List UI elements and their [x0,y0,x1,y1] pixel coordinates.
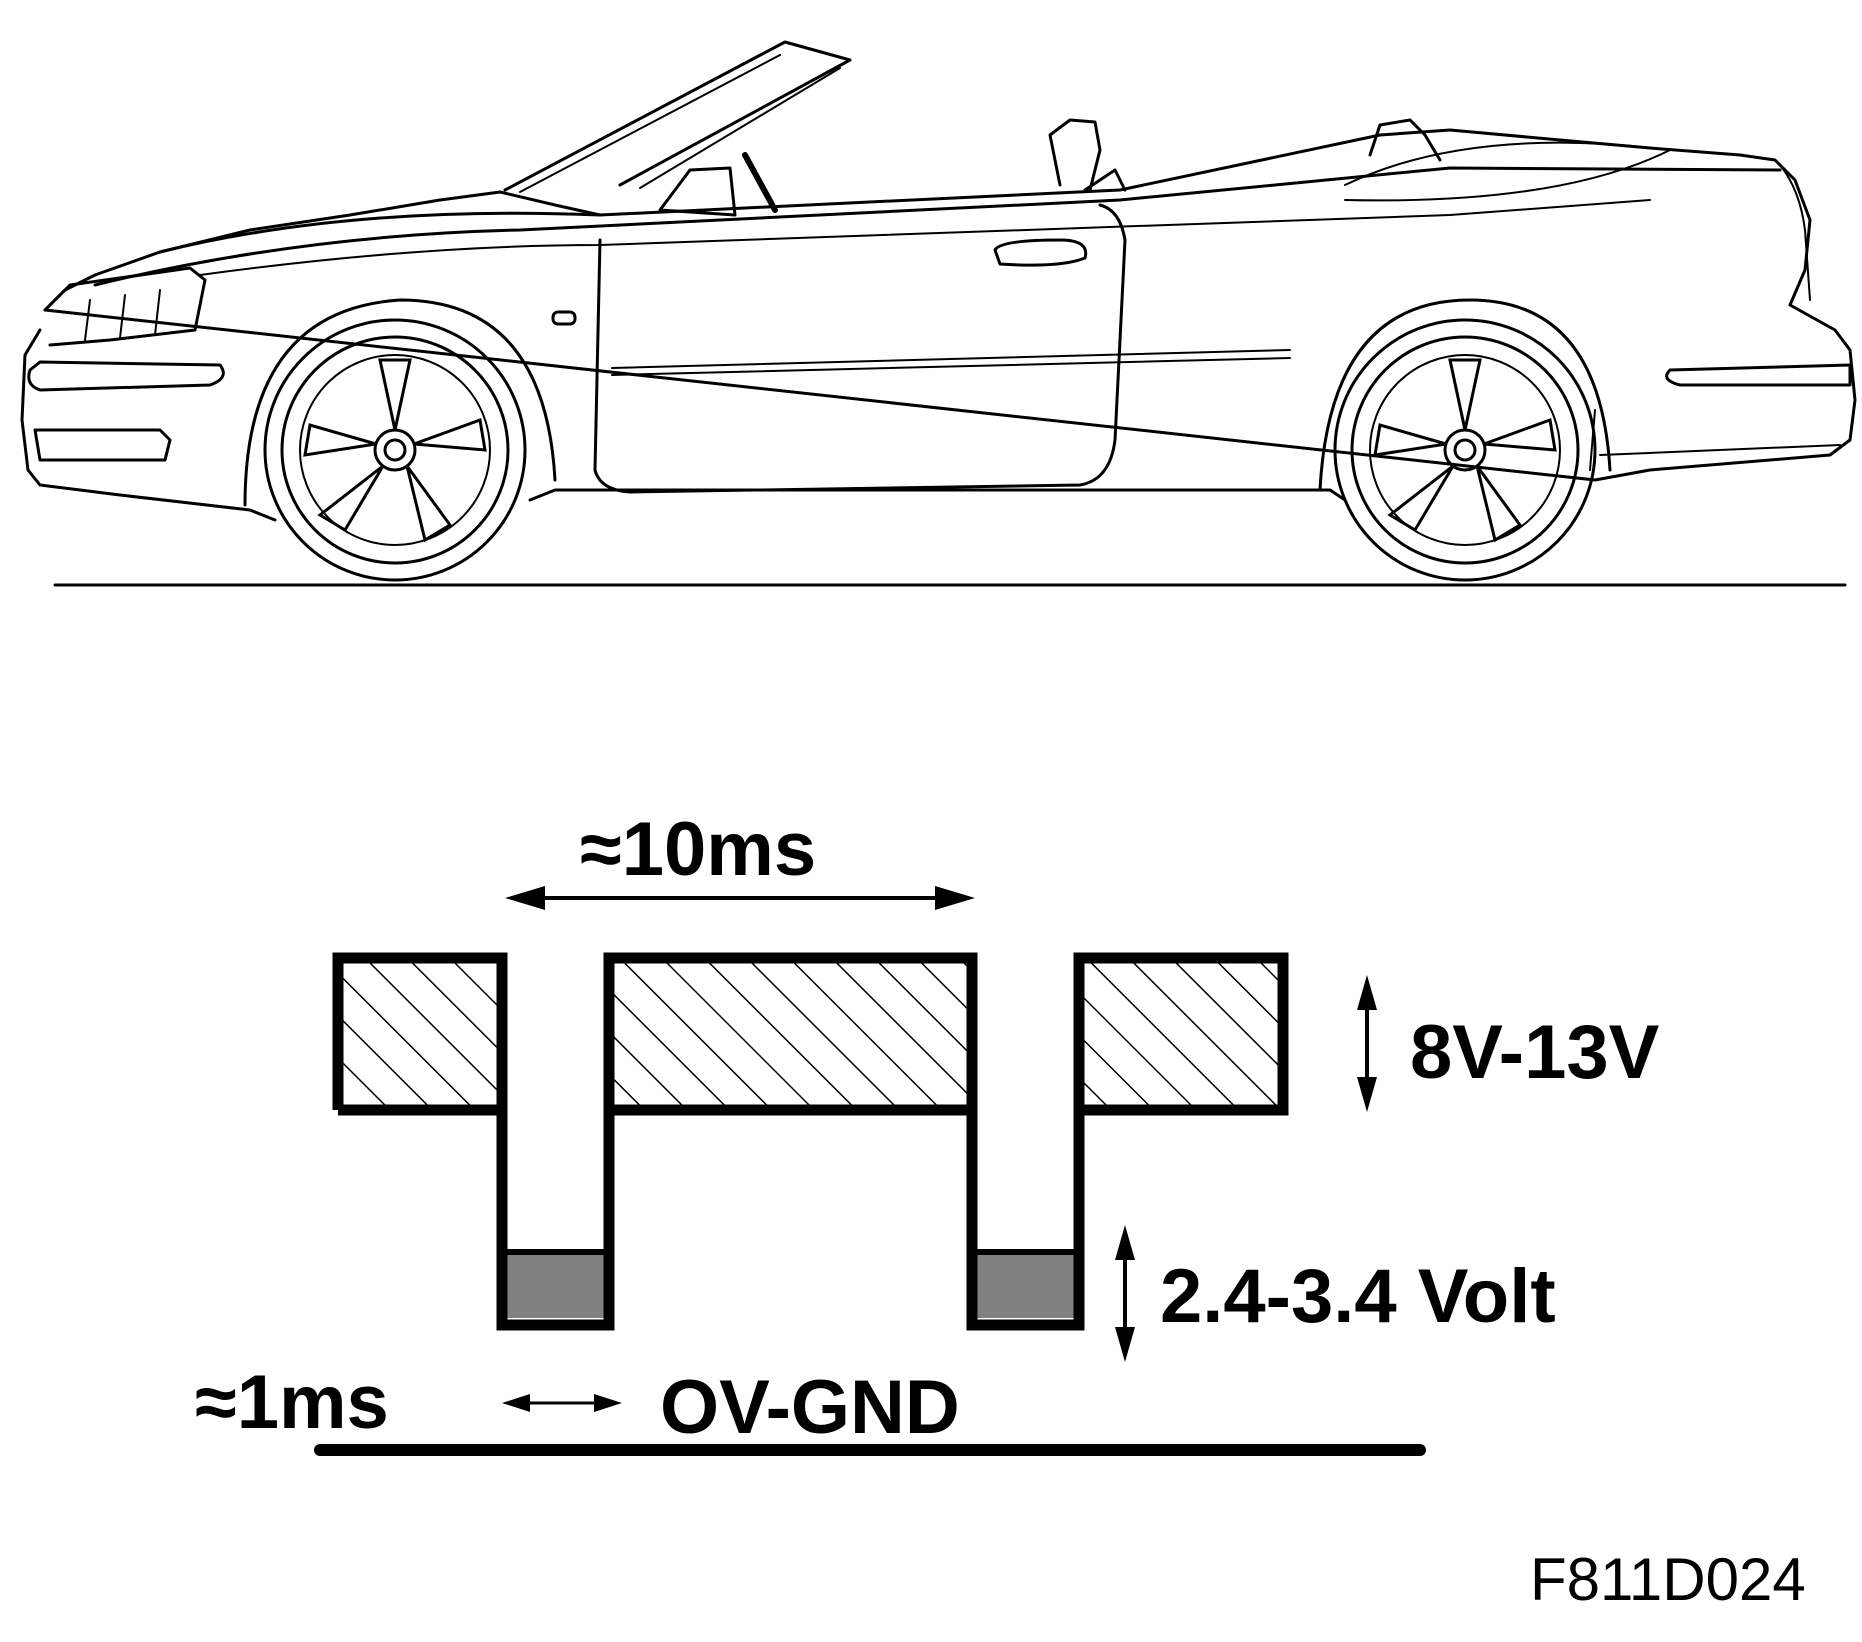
period-label: ≈10ms [580,807,816,892]
car-rear-wheel-arch [1318,298,1612,492]
car-rear-bumper [1589,409,1841,471]
car-windshield [503,40,852,192]
car-front-bumper-strip [27,360,225,392]
car-shoulder-line [199,199,1651,276]
car-front-seat [1048,118,1102,192]
high-level-block-1 [338,958,498,1110]
car-door-handle [993,238,1088,267]
car-fog-lamp [33,428,172,462]
car-side-marker [551,310,577,326]
car-rear-wheel [1333,318,1597,582]
car-rear-lamp-edge [1779,164,1811,301]
pulse-width-label: ≈1ms [195,1360,389,1445]
low-level-pulse-1 [505,1255,605,1318]
car-door-crease [611,357,1291,376]
car-windshield-inner [519,54,781,193]
high-level-arrow [1357,975,1377,1112]
car-hood-line [158,211,602,254]
car-front-wheel [263,318,527,582]
car-rear-reflector [1665,363,1852,387]
car-rear-headrest [1368,118,1442,162]
car-beltline [93,166,1782,287]
low-level-label: 2.4-3.4 Volt [1160,1254,1556,1339]
car-side-mirror [658,166,737,217]
pulse-width-arrow [502,1394,622,1412]
car-door [593,203,1127,494]
high-level-label: 8V-13V [1410,1010,1660,1095]
signal-waveform [332,952,1289,1331]
low-level-arrow [1115,1225,1135,1362]
car-windshield-inner [639,67,841,189]
figure-code: F811D024 [1530,1546,1806,1613]
car-steering-column [742,152,778,213]
car-front-seat-base [1083,168,1127,192]
ground-label: OV-GND [660,1365,960,1450]
high-level-block-2 [613,958,968,1110]
car-tonneau [1344,141,1671,202]
high-level-block-3 [1083,958,1283,1110]
car-headlight [43,266,207,347]
low-level-pulse-2 [975,1255,1075,1318]
car-door-crease [611,349,1291,369]
car-headlight-detail [84,289,161,341]
period-arrow [505,886,975,910]
high-level-blocks [338,958,1283,1110]
convertible-car-side-view-icon [20,40,1857,587]
car-body-outline [20,128,1857,522]
car-front-wheel-arch [243,298,557,507]
